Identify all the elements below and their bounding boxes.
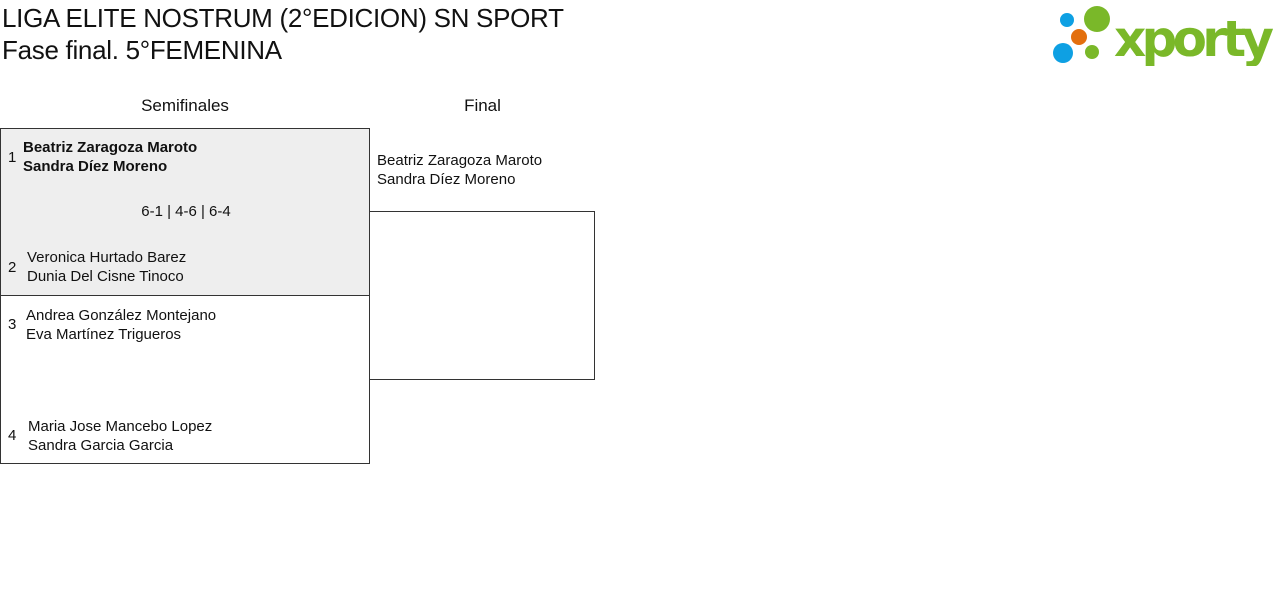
player-name: Eva Martínez Trigueros (26, 326, 182, 343)
xporty-logo: xporty (1053, 6, 1274, 66)
match-score: 6-1 | 4-6 | 6-4 (141, 203, 231, 220)
page-title: LIGA ELITE NOSTRUM (2°EDICION) SN SPORT … (2, 2, 564, 66)
player-name: Sandra Díez Moreno (377, 171, 516, 188)
player-name: Sandra Garcia Garcia (28, 437, 174, 454)
team-1-winner: Beatriz Zaragoza Maroto Sandra Díez More… (23, 138, 197, 176)
seed-number: 1 (8, 149, 17, 166)
round-header-final: Final (464, 96, 501, 115)
team-2: Veronica Hurtado Barez Dunia Del Cisne T… (27, 248, 186, 286)
final-team-top: Beatriz Zaragoza Maroto Sandra Díez More… (377, 151, 542, 189)
player-name: Sandra Díez Moreno (23, 158, 168, 175)
round-header-semifinals: Semifinales (141, 96, 229, 115)
team-4: Maria Jose Mancebo Lopez Sandra Garcia G… (28, 417, 212, 455)
player-name: Dunia Del Cisne Tinoco (27, 268, 184, 285)
player-name: Beatriz Zaragoza Maroto (377, 152, 543, 169)
semifinal-match-2[interactable]: 3 Andrea González Montejano Eva Martínez… (0, 295, 370, 464)
player-name: Veronica Hurtado Barez (27, 249, 187, 266)
team-3: Andrea González Montejano Eva Martínez T… (26, 306, 216, 344)
player-name: Beatriz Zaragoza Maroto (23, 139, 198, 156)
player-name: Andrea González Montejano (26, 307, 217, 324)
semifinal-match-1[interactable]: 1 Beatriz Zaragoza Maroto Sandra Díez Mo… (0, 128, 370, 296)
seed-number: 3 (8, 316, 17, 333)
title-line-1: LIGA ELITE NOSTRUM (2°EDICION) SN SPORT (2, 3, 564, 33)
title-line-2: Fase final. 5°FEMENINA (2, 35, 282, 65)
player-name: Maria Jose Mancebo Lopez (28, 418, 213, 435)
seed-number: 4 (8, 427, 17, 444)
seed-number: 2 (8, 259, 17, 276)
svg-text:xporty: xporty (1114, 10, 1274, 66)
final-match-bracket[interactable] (369, 211, 595, 380)
